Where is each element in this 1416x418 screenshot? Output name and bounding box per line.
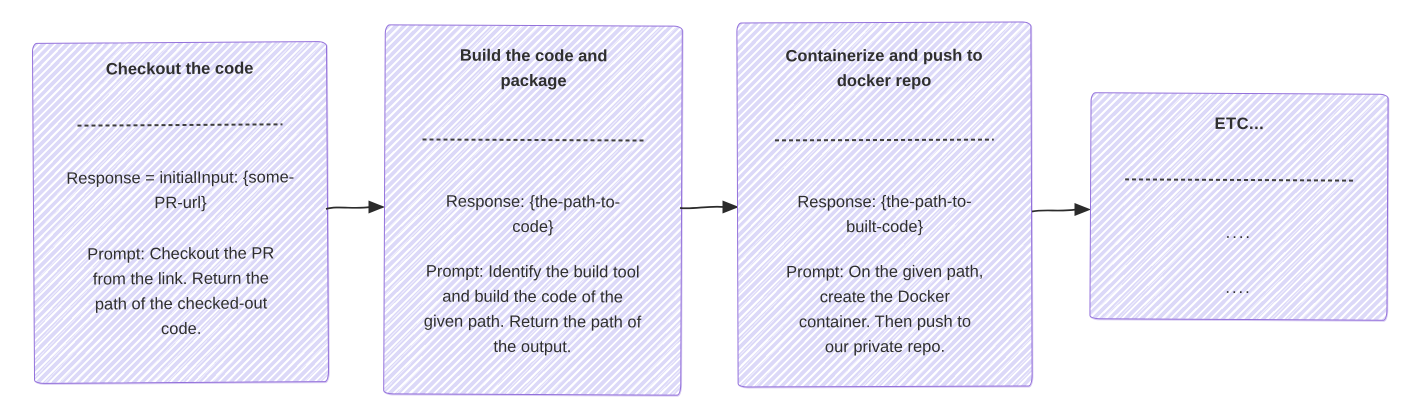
node-title: ETC... bbox=[1214, 114, 1265, 134]
node-response-text: Response: {the-path-to-code} bbox=[445, 192, 621, 237]
dashed-divider bbox=[774, 138, 995, 142]
node-etc: ETC... .... .... bbox=[1089, 92, 1389, 321]
node-response-text: Response: {the-path-to-built-code} bbox=[797, 192, 972, 237]
node-prompt-text: Prompt: On the given path, create the Do… bbox=[786, 262, 984, 357]
arrowhead-icon bbox=[722, 200, 739, 214]
node-prompt-text: .... bbox=[1225, 278, 1252, 298]
node-title: Build the code and package bbox=[459, 46, 608, 91]
node-prompt-text: Prompt: Checkout the PR from the link. R… bbox=[87, 244, 275, 339]
flow-arrow-2 bbox=[679, 200, 739, 214]
node-title: Checkout the code bbox=[105, 59, 254, 79]
dashed-divider bbox=[77, 123, 283, 127]
node-build-the-code: Build the code and package Response: {th… bbox=[383, 24, 683, 396]
dashed-divider bbox=[1125, 178, 1354, 182]
node-response-text: Response = initialInput: {some-PR-url} bbox=[66, 168, 295, 213]
node-checkout-the-code: Checkout the code Response = initialInpu… bbox=[31, 41, 330, 384]
node-title: Containerize and push to docker repo bbox=[785, 46, 983, 91]
flow-arrow-1 bbox=[325, 200, 385, 214]
flow-arrow-3 bbox=[1031, 203, 1091, 216]
arrowhead-icon bbox=[368, 200, 385, 214]
node-response-text: .... bbox=[1225, 223, 1253, 243]
arrowhead-icon bbox=[1074, 203, 1091, 216]
node-containerize-and-push: Containerize and push to docker repo Res… bbox=[736, 21, 1033, 388]
arrow-line bbox=[325, 206, 371, 210]
dashed-divider bbox=[422, 138, 645, 142]
node-prompt-text: Prompt: Identify the build tool and buil… bbox=[423, 262, 642, 357]
arrow-line bbox=[1031, 208, 1077, 213]
arrow-line bbox=[679, 205, 725, 210]
